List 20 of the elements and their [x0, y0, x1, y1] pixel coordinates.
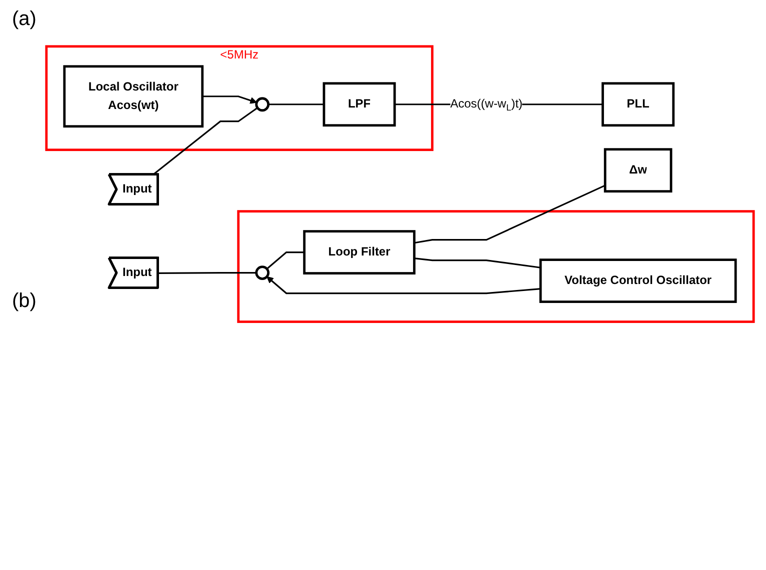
mixer-symbol — [255, 266, 270, 280]
input-tag: Input — [108, 256, 159, 289]
process-box: Voltage Control Oscillator — [539, 258, 737, 303]
process-box: Δw — [604, 148, 672, 193]
panel-label: (b) — [12, 290, 36, 313]
connector — [266, 252, 304, 270]
process-box: PLL — [602, 82, 675, 127]
connector — [266, 276, 541, 294]
panel-label: (a) — [12, 8, 36, 31]
process-box: Loop Filter — [303, 230, 416, 274]
process-box: Local Oscillator Acos(wt) — [63, 65, 204, 128]
connector — [268, 104, 324, 106]
connector — [152, 107, 258, 176]
input-tag: Input — [108, 173, 159, 206]
mixer-symbol — [255, 97, 270, 112]
process-box: LPF — [322, 82, 396, 127]
connector — [158, 272, 256, 274]
connector — [202, 96, 257, 104]
connector — [414, 184, 606, 244]
connector — [414, 258, 541, 268]
